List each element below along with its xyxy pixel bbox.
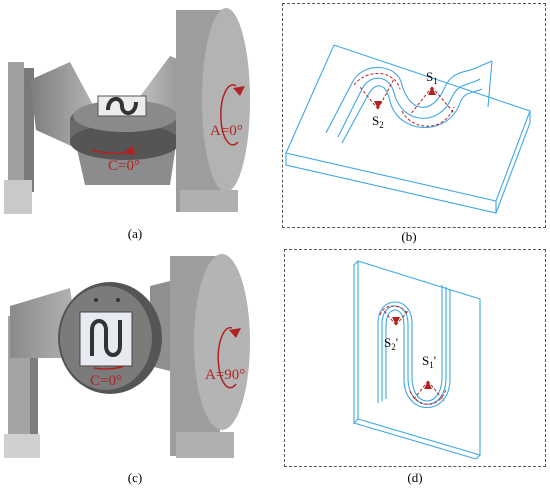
- base-plate: [285, 44, 531, 202]
- s2-label: S: [372, 113, 379, 128]
- rotary-table: [70, 95, 180, 160]
- a-axis-arrowhead: [229, 328, 241, 338]
- machine-view-a: A=0° C=0°: [4, 8, 250, 214]
- base-plate: [357, 260, 481, 456]
- s-curve-inner: [385, 289, 451, 409]
- caption-c: (c): [127, 470, 143, 485]
- svg-text:S2: S2: [372, 113, 384, 130]
- s1-arrowhead: [424, 381, 432, 389]
- s2-arc: [353, 73, 401, 90]
- plate-thickness: [353, 260, 359, 425]
- s1-arrowhead: [428, 87, 436, 95]
- a-angle-label: A=0°: [210, 123, 243, 139]
- workpiece-view-d: S2' S1': [353, 260, 481, 460]
- s1-label: S: [426, 69, 433, 84]
- panel-b-frame: [282, 3, 546, 228]
- a-axis-arrow: [217, 326, 237, 389]
- a-axis-arrowhead: [233, 86, 245, 96]
- svg-text:S1: S1: [426, 69, 438, 86]
- s-curve-outer: [377, 285, 443, 403]
- right-housing: [170, 254, 250, 458]
- svg-text:S2': S2': [384, 335, 398, 352]
- c-axis-arrowhead: [124, 145, 134, 156]
- s1-subscript: 1: [433, 76, 438, 86]
- workpiece-view-b: S2 S1: [285, 44, 531, 214]
- s2-arc: [379, 305, 409, 316]
- c-angle-label: C=0°: [90, 373, 122, 389]
- rotary-table: [58, 282, 162, 394]
- caption-a: (a): [127, 226, 143, 241]
- left-pillar: [4, 62, 34, 214]
- caption-d: (d): [407, 470, 423, 485]
- c-angle-label: C=0°: [108, 158, 140, 174]
- s2-label: S: [384, 335, 391, 350]
- caption-b: (b): [401, 229, 417, 244]
- a-angle-label: A=90°: [205, 367, 245, 383]
- s2-arrowhead: [374, 101, 382, 109]
- s1-arc: [401, 106, 455, 127]
- s2-prime: ': [396, 335, 398, 350]
- s2-subscript: 2: [379, 120, 384, 130]
- a-axis-arrow: [220, 84, 239, 146]
- right-housing: [176, 8, 250, 212]
- s2-arrowhead: [392, 317, 400, 325]
- panel-d-frame: [284, 249, 546, 467]
- svg-text:S1': S1': [422, 353, 436, 370]
- s2-subscript: 2: [391, 342, 396, 352]
- c-axis-arrow: [93, 365, 125, 370]
- s1-subscript: 1: [429, 360, 434, 370]
- machine-view-c: A=90° C=0°: [4, 254, 250, 458]
- s1-prime: ': [434, 353, 436, 368]
- s-curve-inner: [337, 77, 481, 138]
- s-curve-outer: [325, 66, 479, 134]
- plate-thickness: [285, 153, 497, 214]
- s1-label: S: [422, 353, 429, 368]
